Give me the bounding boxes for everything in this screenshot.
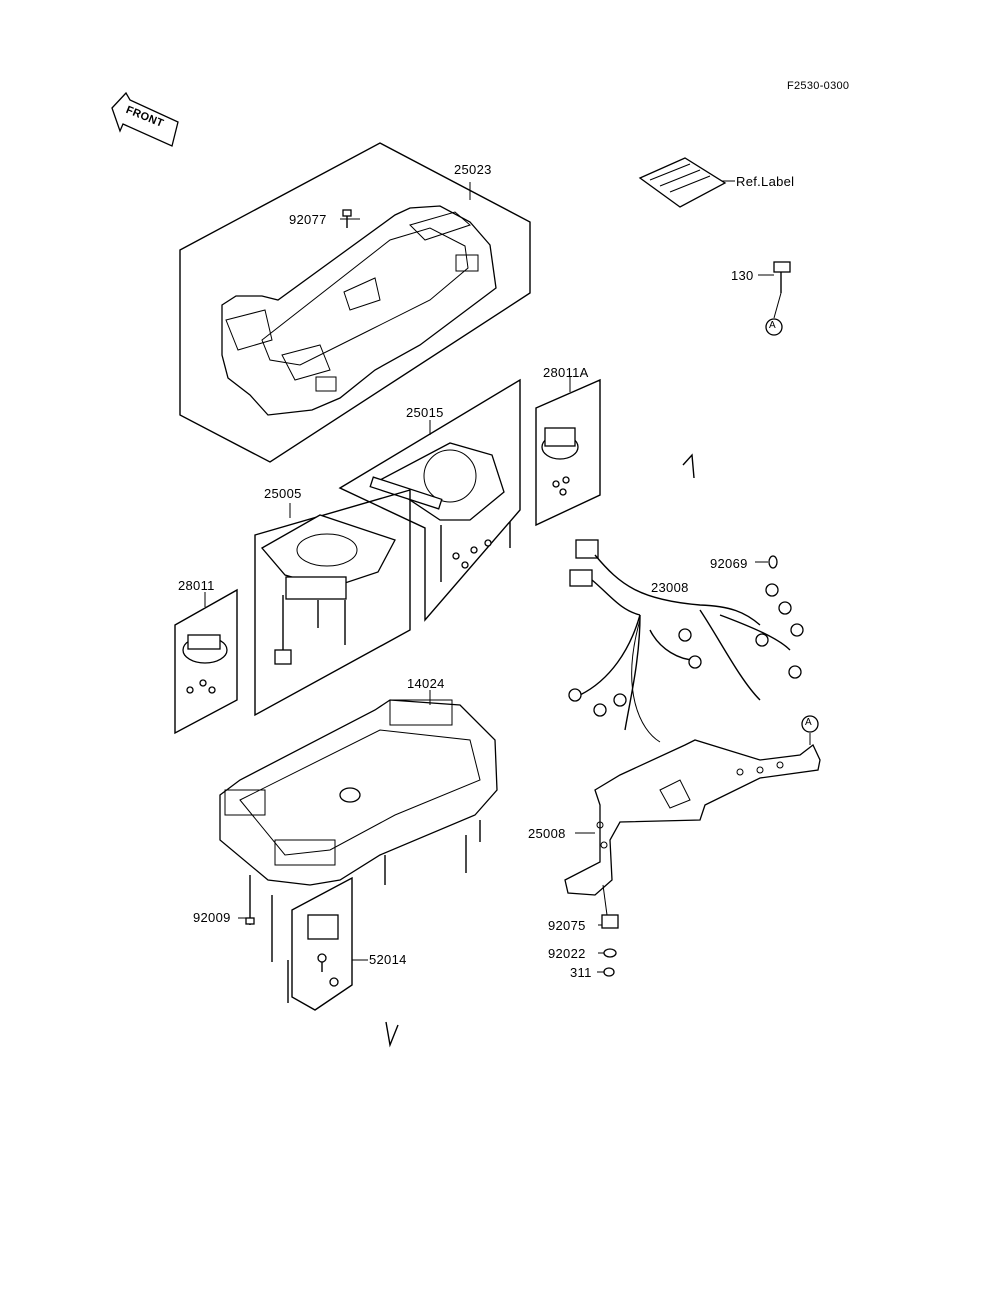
handwritten-mark-1 xyxy=(682,453,695,479)
part-25023-label: 25023 xyxy=(454,162,492,177)
part-311-label: 311 xyxy=(570,965,592,980)
kit-box-25023 xyxy=(179,142,531,463)
part-52014-label: 52014 xyxy=(369,952,407,967)
meter-case-icon xyxy=(219,690,498,886)
kit-box-52014 xyxy=(291,876,353,1011)
circle-marker-a-2: A xyxy=(805,717,812,728)
part-92075-label: 92075 xyxy=(548,918,586,933)
circle-marker-a-1: A xyxy=(769,320,776,331)
part-92069-label: 92069 xyxy=(710,556,748,571)
hardware-icons xyxy=(597,884,619,977)
speedometer-icon xyxy=(260,514,396,665)
screw-92077-icon xyxy=(342,209,352,228)
part-23008-label: 23008 xyxy=(651,580,689,595)
part-28011-label: 28011 xyxy=(178,578,215,593)
kit-box-28011A xyxy=(535,378,601,527)
meter-cover xyxy=(221,205,497,416)
ref-label-text: Ref.Label xyxy=(736,174,795,189)
lamp-socket-icon xyxy=(541,427,579,496)
front-arrow-icon xyxy=(111,91,179,147)
part-130-label: 130 xyxy=(731,268,754,283)
case-screws-icon xyxy=(238,820,481,1003)
kit-box-28011 xyxy=(174,588,238,735)
figure-code: F2530-0300 xyxy=(787,80,850,92)
kit-box-25005 xyxy=(254,489,411,717)
part-92077-label: 92077 xyxy=(289,212,327,227)
part-92009-label: 92009 xyxy=(193,910,231,925)
bolt-130-icon xyxy=(758,261,791,336)
handwritten-mark-2 xyxy=(385,1021,399,1048)
lamp-socket-2-icon xyxy=(182,634,228,694)
switch-52014-icon xyxy=(307,914,368,987)
ref-label-icon xyxy=(638,157,735,208)
part-28011A-label: 28011A xyxy=(543,365,589,380)
bracket-25008-icon xyxy=(564,715,821,896)
tachometer-icon xyxy=(369,442,511,582)
part-25015-label: 25015 xyxy=(406,405,444,420)
part-14024-label: 14024 xyxy=(407,676,445,691)
wiring-harness-icon xyxy=(568,539,804,743)
part-25005-label: 25005 xyxy=(264,486,302,501)
kit-box-25015 xyxy=(338,378,521,622)
part-92022-label: 92022 xyxy=(548,946,586,961)
part-25008-label: 25008 xyxy=(528,826,566,841)
